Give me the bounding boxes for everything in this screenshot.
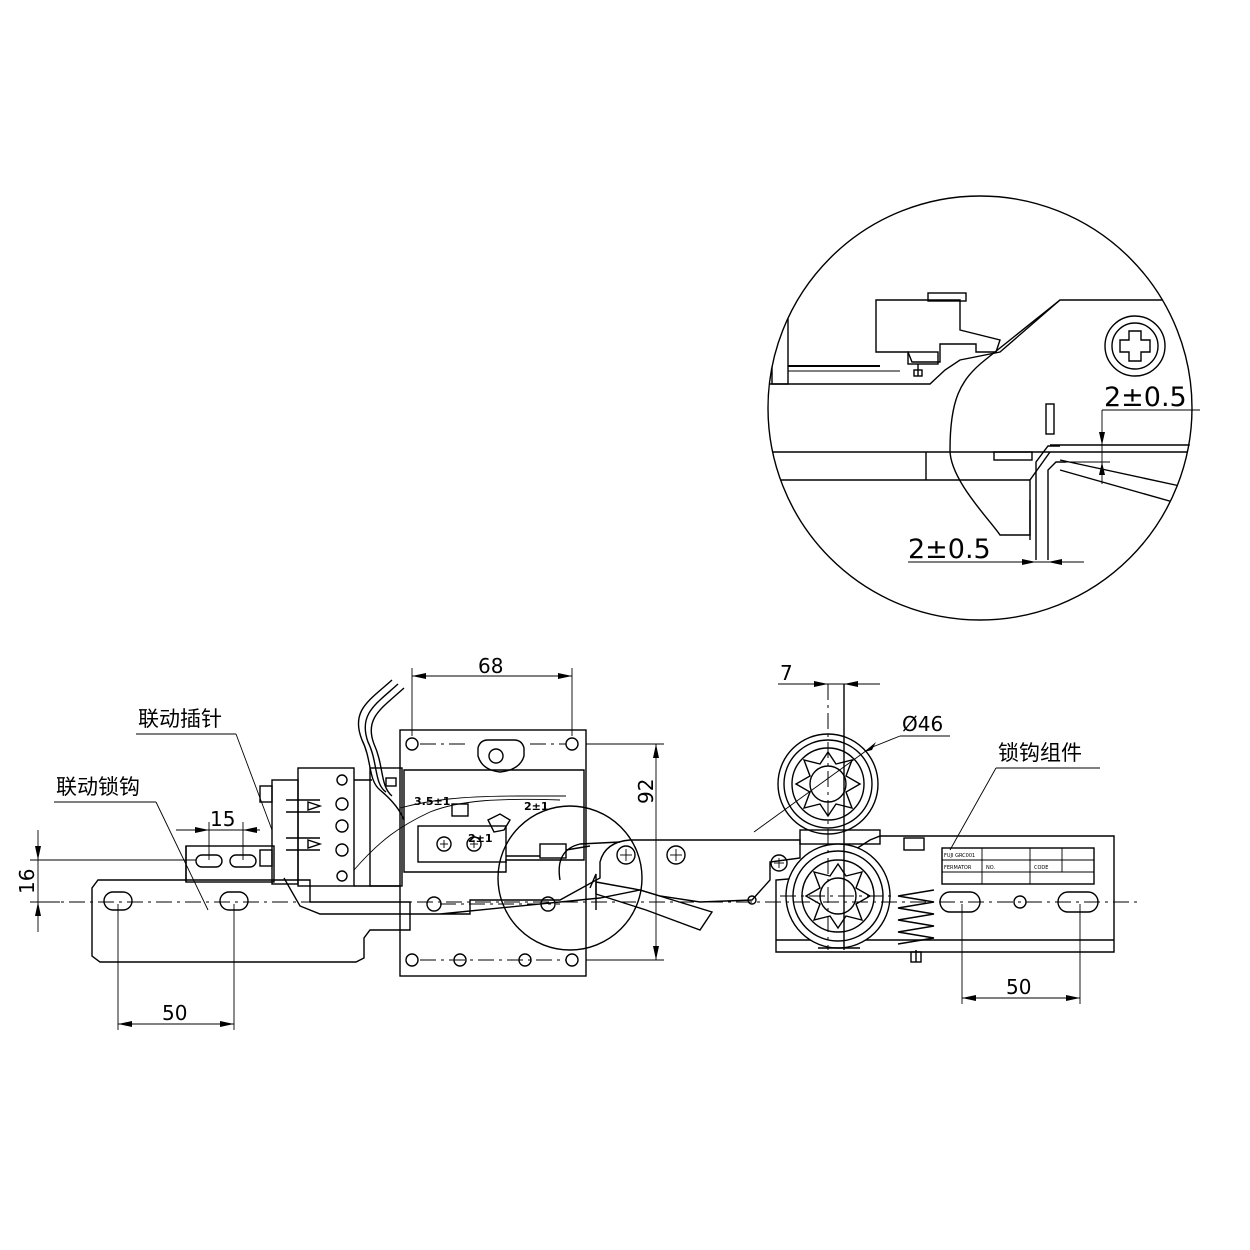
switch-plate: [399, 729, 587, 977]
left-mount-plate: [91, 879, 411, 963]
svg-text:50: 50: [1006, 975, 1031, 999]
detail-screw: [1104, 315, 1166, 377]
detail-dim-top: 2±0.5: [1066, 382, 1200, 484]
callout-hook-assembly: 锁钩组件: [949, 741, 1100, 851]
svg-text:NO.: NO.: [986, 865, 995, 871]
svg-text:CODE: CODE: [1034, 865, 1048, 871]
detail-view: 2±0.5 2±0.5: [767, 195, 1200, 621]
tol-35-text: 3.5±1: [414, 795, 450, 808]
svg-text:FUJI GRC001: FUJI GRC001: [944, 853, 975, 859]
svg-text:92: 92: [634, 779, 658, 804]
callout-linkage-pin: 联动插针: [136, 707, 273, 831]
dimensions: 68 92 7 Ø46: [15, 654, 1081, 1030]
dim-50-left: 50: [117, 904, 235, 1030]
detail-left-block: [771, 317, 789, 385]
dim-diameter-46: Ø46: [753, 712, 950, 833]
spring: [897, 837, 935, 963]
svg-text:FERMATOR: FERMATOR: [944, 865, 972, 871]
nameplate: FUJI GRC001 FERMATOR NO. CODE: [941, 847, 1095, 885]
dim-7: 7: [778, 661, 880, 687]
main-assembly: 3.5±1 2±1 2±1: [40, 679, 1140, 977]
svg-text:Ø46: Ø46: [902, 712, 943, 736]
linkage-pin-bracket: [271, 779, 299, 885]
callouts: 联动插针 联动锁钩 锁钩组件: [54, 707, 1100, 911]
callout-linkage-hook: 联动锁钩: [54, 775, 209, 911]
wire-bundle: [353, 679, 566, 871]
svg-text:50: 50: [162, 1001, 187, 1025]
dim-15: 15: [176, 807, 260, 860]
detail-dim-bottom: 2±0.5: [908, 534, 1084, 565]
linkage-hook-label: 联动锁钩: [56, 775, 140, 799]
cam-disc: [497, 805, 643, 951]
hook-arm: [589, 873, 714, 931]
svg-text:68: 68: [478, 654, 503, 678]
detail-circle: [767, 195, 1193, 621]
detail-gap-top-text: 2±0.5: [1104, 382, 1187, 413]
tol-2-switch-text: 2±1: [524, 800, 549, 813]
linkage-pin-label: 联动插针: [138, 707, 222, 731]
svg-text:16: 16: [15, 869, 39, 894]
dim-16: 16: [15, 830, 196, 932]
micro-switch: [417, 825, 507, 863]
dim-92: 92: [586, 743, 664, 961]
main-rail: [439, 839, 801, 915]
hook-assembly-plate: [775, 835, 1115, 953]
dim-50-right: 50: [961, 904, 1081, 1004]
detail-hook-profile: [949, 299, 1061, 536]
terminal-block: [297, 767, 355, 887]
tol-2-small-text: 2±1: [468, 832, 493, 845]
switch-plate-holes: [405, 737, 579, 967]
hook-assembly-label: 锁钩组件: [998, 741, 1082, 765]
detail-gap-bottom-text: 2±0.5: [908, 534, 991, 565]
dim-68: 68: [411, 654, 573, 736]
svg-text:7: 7: [780, 661, 793, 685]
detail-pin: [1045, 403, 1055, 435]
svg-text:15: 15: [210, 807, 235, 831]
